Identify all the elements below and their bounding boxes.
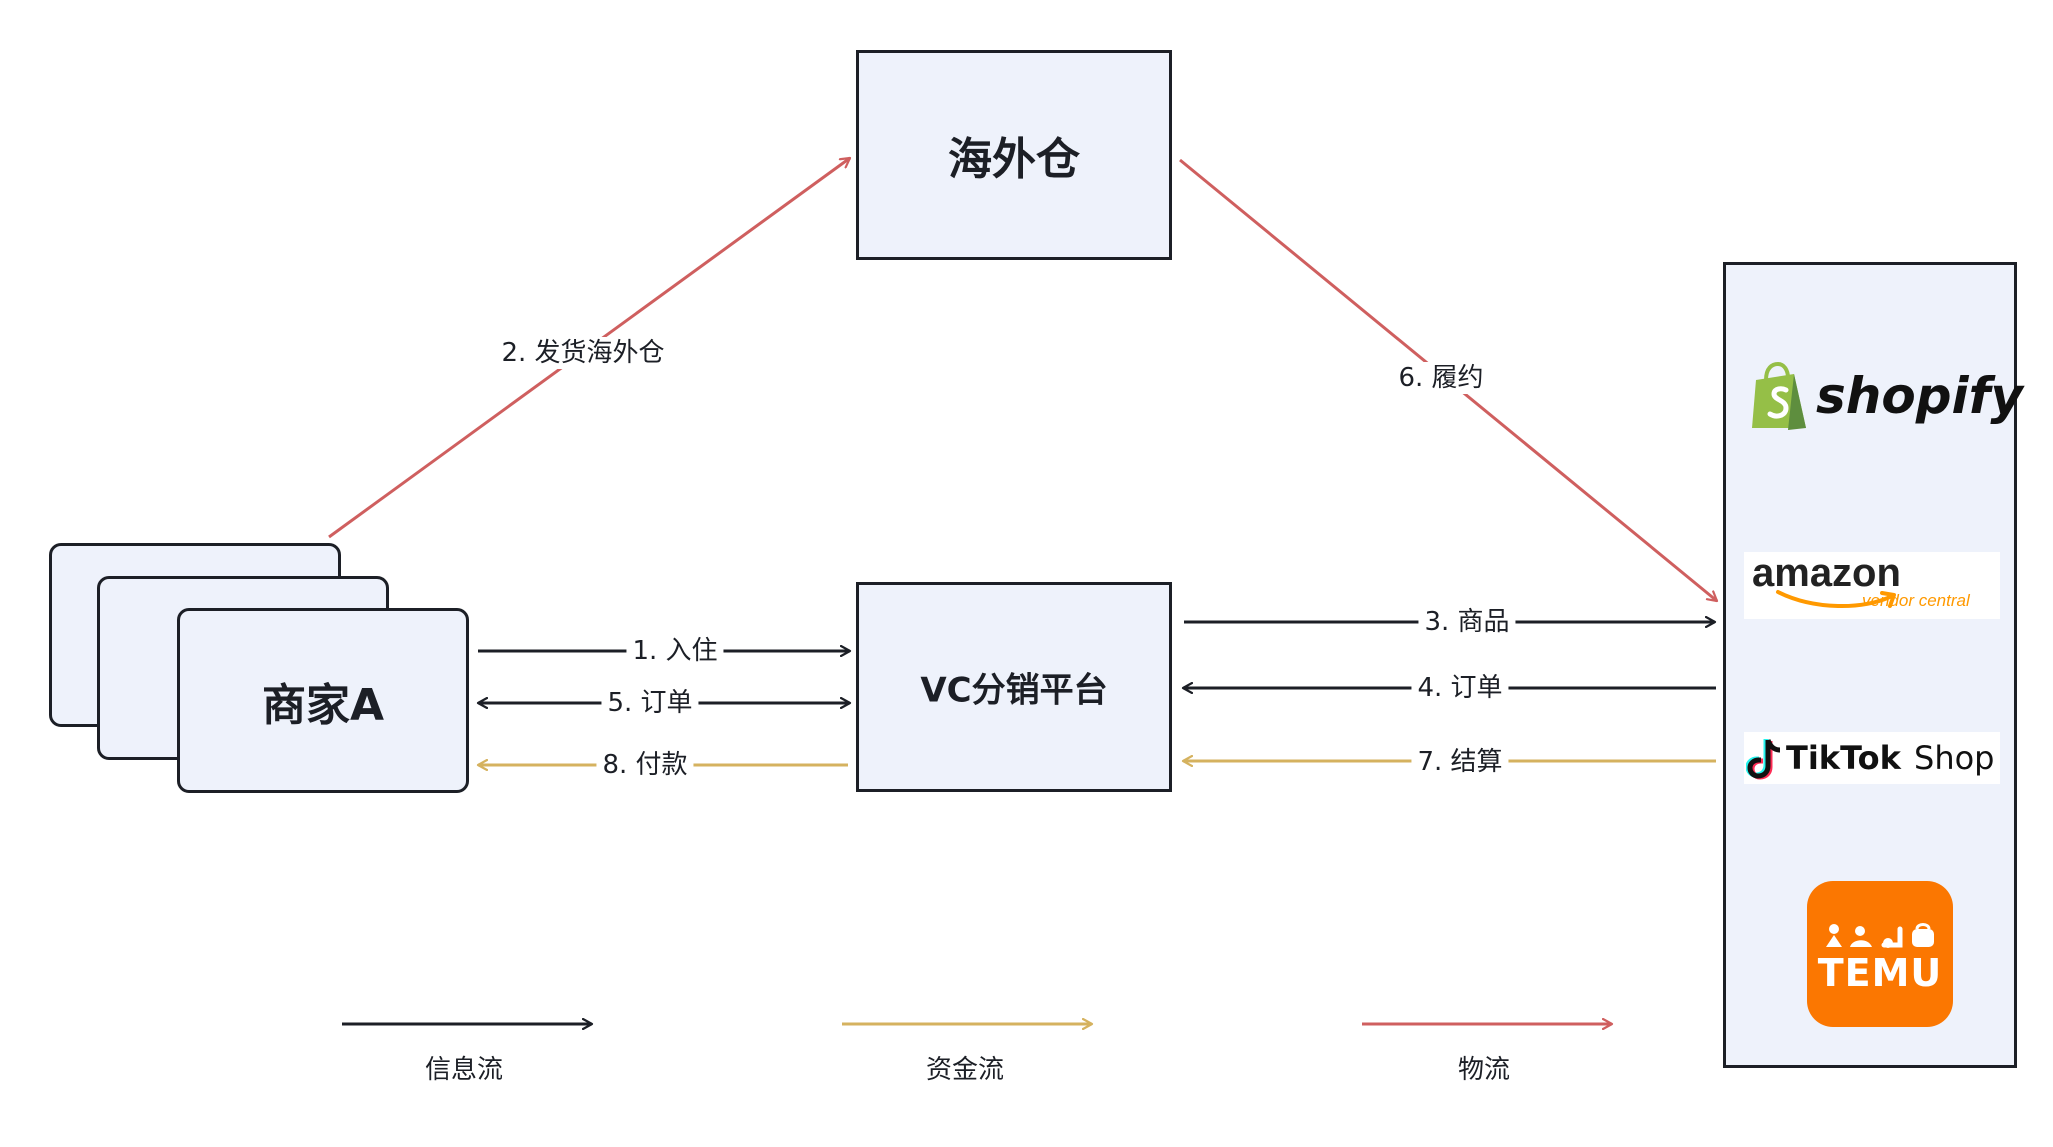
warehouse-node: 海外仓	[856, 50, 1172, 260]
amazon-wordmark: amazon	[1752, 551, 1901, 595]
music-note-icon	[1746, 739, 1781, 780]
amazon-logo: amazon vendor central	[1744, 551, 2000, 619]
platform-node: VC分销平台	[856, 582, 1172, 792]
legend-info-label: 信息流	[424, 1055, 504, 1085]
merchant-label: 商家A	[261, 679, 385, 731]
edge-2-label: 2. 发货海外仓	[495, 337, 671, 369]
edge-6-label: 6. 履约	[1392, 362, 1490, 394]
edge-4-label: 4. 订单	[1411, 672, 1509, 704]
amazon-smile-arrow-icon	[1776, 590, 1896, 608]
marketplaces-panel: shopify amazon vendor central TikTok Sho…	[1723, 262, 2023, 1068]
amazon-subtitle: vendor central	[1862, 591, 1970, 610]
warehouse-label: 海外仓	[948, 134, 1080, 185]
edge-7-label: 7. 结算	[1411, 746, 1509, 778]
shopify-logo: shopify	[1746, 360, 2023, 440]
shopify-wordmark: shopify	[1816, 367, 2023, 425]
edge-8-label: 8. 付款	[596, 749, 694, 781]
edge-1-label: 1. 入住	[626, 635, 724, 667]
shopping-bag-icon	[1752, 362, 1806, 430]
temu-wordmark: TEMU	[1817, 951, 1943, 995]
legend-money-label: 资金流	[925, 1055, 1005, 1085]
tiktok-wordmark: TikTok	[1786, 739, 1901, 777]
temu-figures-icon	[1826, 923, 1934, 948]
legend-logistics-label: 物流	[1457, 1055, 1511, 1085]
temu-logo: TEMU	[1807, 881, 1953, 1027]
tiktok-shop-wordmark: Shop	[1914, 739, 1995, 777]
merchant-card-front: 商家A	[177, 608, 469, 793]
edge-3-label: 3. 商品	[1418, 606, 1516, 638]
edge-5-label: 5. 订单	[601, 687, 699, 719]
tiktok-shop-logo: TikTok Shop	[1744, 732, 2000, 784]
platform-label: VC分销平台	[920, 670, 1108, 711]
